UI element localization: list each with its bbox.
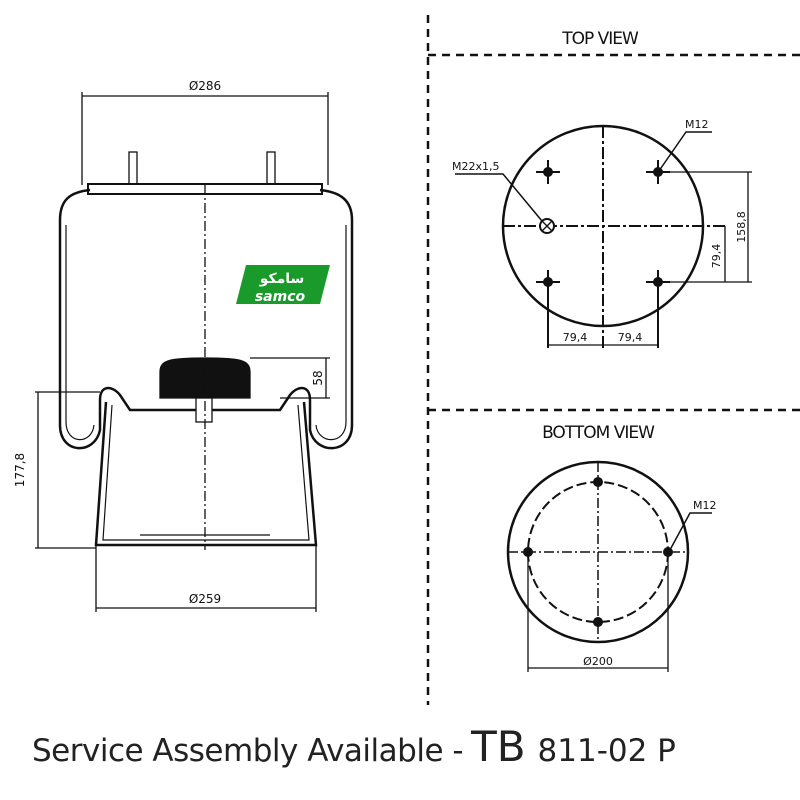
footer: Service Assembly Available -TB 811-02 P — [32, 722, 676, 771]
dim-horizontal-right: 79,4 — [618, 331, 643, 344]
samco-logo: سامكو samco — [236, 265, 330, 305]
dim-vertical-half: 79,4 — [710, 244, 723, 269]
top-view-hole-label: M12 — [685, 118, 709, 131]
dim-top-diameter: Ø286 — [189, 79, 221, 93]
dim-bumper: 58 — [311, 370, 325, 385]
top-view — [455, 124, 752, 350]
dim-bottom-diameter: Ø259 — [189, 592, 221, 606]
logo-arabic: سامكو — [259, 271, 305, 287]
dim-vertical-full: 158,8 — [735, 211, 748, 243]
side-view — [35, 92, 354, 612]
dim-height: 177,8 — [13, 453, 27, 487]
top-view-port-label: M22x1,5 — [452, 160, 500, 173]
top-view-title: TOP VIEW — [561, 29, 639, 49]
bottom-view-title: BOTTOM VIEW — [542, 423, 655, 443]
footer-prefix: TB — [471, 722, 526, 771]
footer-text: Service Assembly Available - — [32, 733, 464, 769]
bottom-view-hole-label: M12 — [693, 499, 717, 512]
logo-latin: samco — [255, 289, 306, 305]
part-number: 811-02 P — [537, 733, 676, 769]
bottom-view — [506, 460, 712, 672]
dim-horizontal-left: 79,4 — [563, 331, 588, 344]
dim-bolt-circle: Ø200 — [583, 655, 613, 668]
